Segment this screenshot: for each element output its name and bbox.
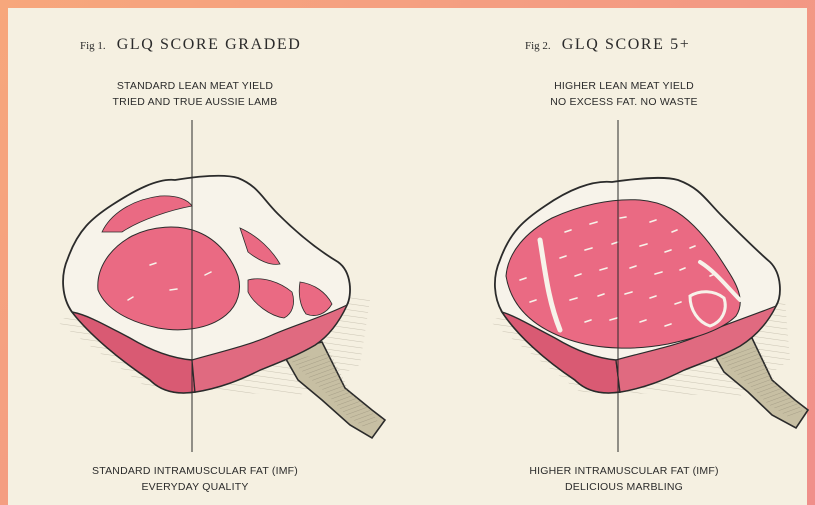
fig2-lamb-cutlet <box>488 120 808 452</box>
fig1-lamb-cutlet <box>55 120 385 452</box>
